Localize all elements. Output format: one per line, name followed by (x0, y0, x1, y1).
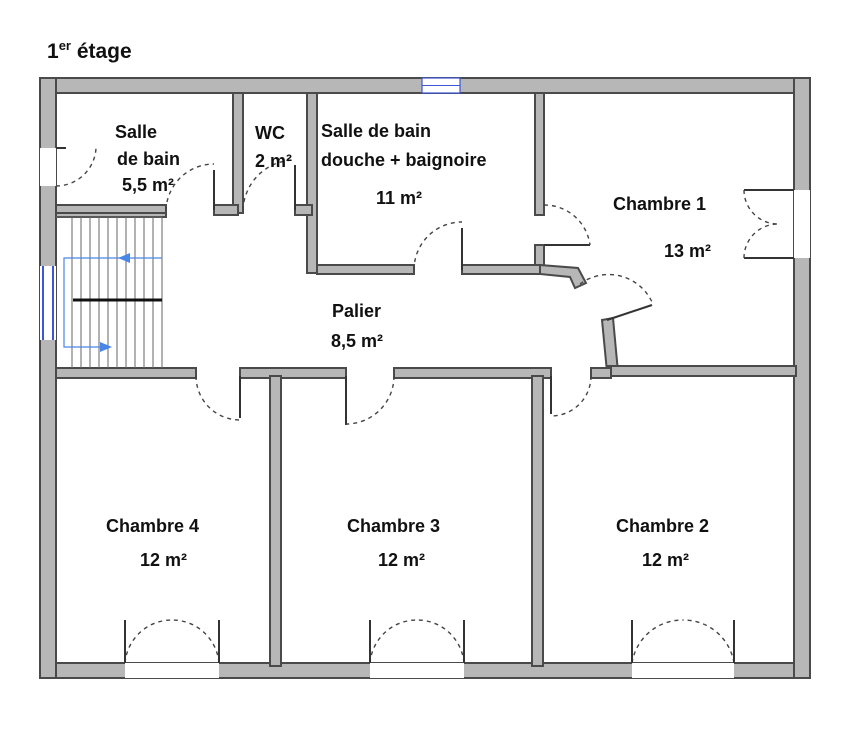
opening-chambre2-bottom (632, 663, 734, 678)
wall-diagonal (539, 263, 588, 290)
sdb-large-label-line2: douche + baignoire (321, 150, 487, 170)
sdb-small-label-line1: Salle (115, 122, 157, 142)
floor-superscript: er (59, 38, 71, 53)
sdb-large-label-line1: Salle de bain (321, 121, 431, 141)
stair-arrow-head-bottom (100, 342, 112, 352)
chambre4-area: 12 m² (140, 550, 187, 570)
wall-right (793, 77, 811, 679)
chambre1-label: Chambre 1 (613, 194, 706, 214)
sdb-large-area: 11 m² (376, 188, 422, 208)
sdb-small-label-line2: de bain (117, 149, 180, 169)
staircase (56, 216, 163, 368)
wall-landing-bottom-1 (55, 367, 197, 379)
opening-sdb-left (40, 148, 56, 186)
palier-area: 8,5 m² (331, 331, 383, 351)
wc-area: 2 m² (255, 151, 292, 171)
floor-number: 1 (47, 40, 59, 63)
wall-landing-bottom-3 (393, 367, 552, 379)
wall-sdb2-bottom-right (461, 264, 541, 275)
room-labels: Salle de bain 5,5 m² WC 2 m² Salle de ba… (106, 121, 711, 570)
interior-walls (55, 92, 797, 667)
wall-sdb-bottom-right (213, 204, 239, 216)
wall-sdb-wc (232, 92, 244, 214)
opening-chambre3-bottom (370, 663, 464, 678)
wc-label: WC (255, 123, 285, 143)
stair-arrow-path (63, 257, 162, 348)
chambre4-label: Chambre 4 (106, 516, 199, 536)
chambre3-area: 12 m² (378, 550, 425, 570)
floor-word: étage (71, 40, 132, 63)
wall-wc-sdb2 (306, 92, 318, 274)
wall-ch1-bottom (606, 365, 797, 377)
wall-ch3-ch2 (531, 375, 544, 667)
opening-chambre4-bottom (125, 663, 219, 678)
openings (40, 77, 810, 678)
opening-chambre1-right (794, 190, 810, 258)
chambre3-label: Chambre 3 (347, 516, 440, 536)
wall-landing-bottom-4 (590, 367, 612, 379)
wall-palier-right (600, 316, 620, 373)
stair-arrow-head-top (118, 253, 130, 263)
chambre2-label: Chambre 2 (616, 516, 709, 536)
wall-sdb2-ch1 (534, 92, 545, 216)
floor-title: 1er étage (47, 38, 132, 63)
chambre2-area: 12 m² (642, 550, 689, 570)
wall-ch4-ch3 (269, 375, 282, 667)
doors (55, 147, 794, 664)
wall-sdb2-bottom (316, 264, 415, 275)
wall-landing-bottom-2 (239, 367, 347, 379)
chambre1-area: 13 m² (664, 241, 711, 261)
sdb-small-area: 5,5 m² (122, 175, 174, 195)
wall-stair-top (55, 212, 167, 218)
wall-wc-bottom (294, 204, 313, 216)
palier-label: Palier (332, 301, 381, 321)
